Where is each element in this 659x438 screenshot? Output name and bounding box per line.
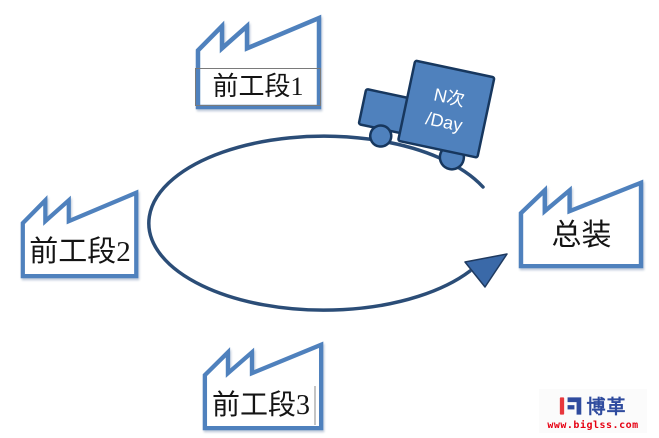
factory-icon — [518, 179, 644, 269]
route-ellipse-arc — [147, 134, 485, 312]
truck-cargo-box — [397, 59, 496, 159]
factory-label: 前工段1 — [195, 67, 321, 106]
truck-front-wheel-icon — [368, 124, 393, 148]
factory-icon — [202, 341, 324, 431]
brand-watermark: 博革 www.biglss.com — [539, 389, 647, 433]
route-arrowhead-icon — [464, 253, 508, 288]
factory-pre-process-2: 前工段2 — [20, 188, 140, 279]
factory-icon — [195, 14, 322, 110]
factory-label: 前工段3 — [212, 385, 316, 425]
factory-icon — [20, 189, 139, 279]
factory-label: 前工段2 — [29, 236, 131, 269]
brand-name: 博革 — [586, 397, 627, 418]
factory-label: 总装 — [551, 219, 612, 252]
factory-final-assembly: 总装 — [518, 178, 645, 269]
truck-icon: N次 /Day — [357, 59, 496, 171]
factory-pre-process-1: 前工段1 — [195, 13, 323, 110]
brand-logo-icon — [560, 396, 582, 415]
brand-url: www.biglss.com — [547, 420, 639, 431]
factory-pre-process-3: 前工段3 — [202, 340, 325, 431]
